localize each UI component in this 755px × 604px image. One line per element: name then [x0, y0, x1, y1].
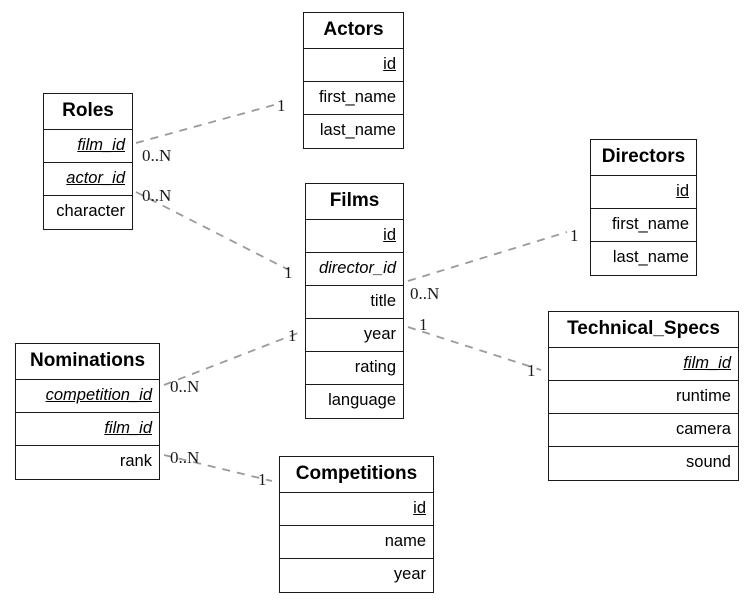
entity-title-actors: Actors — [304, 13, 403, 49]
cardinality-roles-actors-target: 1 — [277, 96, 286, 115]
cardinality-nominations-competitions-source: 0..N — [170, 448, 200, 467]
entity-title-roles: Roles — [44, 94, 132, 130]
relationship-line-roles-actors — [135, 102, 282, 144]
cardinality-films-directors-target: 1 — [570, 226, 579, 245]
field-directors-id[interactable]: id — [591, 176, 696, 209]
cardinality-nominations-films-target: 1 — [288, 326, 297, 345]
cardinality-roles-films-source: 0..N — [142, 186, 172, 205]
field-competitions-name[interactable]: name — [280, 526, 433, 559]
field-technical_specs-runtime[interactable]: runtime — [549, 381, 738, 414]
field-competitions-id[interactable]: id — [280, 493, 433, 526]
field-roles-character[interactable]: character — [56, 202, 125, 220]
field-technical_specs-camera[interactable]: camera — [549, 414, 738, 447]
field-actors-last_name[interactable]: last_name — [319, 121, 396, 139]
cardinality-nominations-competitions-target: 1 — [258, 470, 267, 489]
cardinality-films-technical_specs-target: 1 — [527, 361, 536, 380]
field-films-year[interactable]: year — [306, 319, 403, 352]
field-nominations-film_id[interactable]: film_id — [16, 413, 159, 446]
cardinality-nominations-films-source: 0..N — [170, 377, 200, 396]
entity-title-nominations: Nominations — [16, 344, 159, 380]
field-films-director_id[interactable]: director_id — [306, 253, 403, 286]
entity-title-technical_specs: Technical_Specs — [549, 312, 738, 348]
field-directors-first_name[interactable]: first_name — [591, 209, 696, 242]
entity-title-competitions: Competitions — [280, 457, 433, 493]
cardinality-films-directors-source: 0..N — [410, 284, 440, 303]
field-technical_specs-sound[interactable]: sound — [686, 453, 731, 471]
field-nominations-competition_id[interactable]: competition_id — [16, 380, 159, 413]
entity-title-directors: Directors — [591, 140, 696, 176]
cardinality-roles-films-target: 1 — [284, 263, 293, 282]
field-films-language[interactable]: language — [328, 391, 396, 409]
cardinality-roles-actors-source: 0..N — [142, 146, 172, 165]
entity-title-films: Films — [306, 184, 403, 220]
field-films-id[interactable]: id — [306, 220, 403, 253]
cardinality-films-technical_specs-source: 1 — [419, 315, 428, 334]
field-nominations-rank[interactable]: rank — [119, 452, 152, 470]
field-directors-last_name[interactable]: last_name — [612, 248, 689, 266]
field-actors-first_name[interactable]: first_name — [304, 82, 403, 115]
field-films-title[interactable]: title — [306, 286, 403, 319]
relationship-line-films-directors — [407, 231, 568, 282]
field-competitions-year[interactable]: year — [393, 565, 426, 583]
field-films-rating[interactable]: rating — [306, 352, 403, 385]
relationship-line-films-technical_specs — [407, 326, 542, 371]
field-technical_specs-film_id[interactable]: film_id — [549, 348, 738, 381]
field-roles-film_id[interactable]: film_id — [44, 130, 132, 163]
field-actors-id[interactable]: id — [304, 49, 403, 82]
field-roles-actor_id[interactable]: actor_id — [44, 163, 132, 196]
